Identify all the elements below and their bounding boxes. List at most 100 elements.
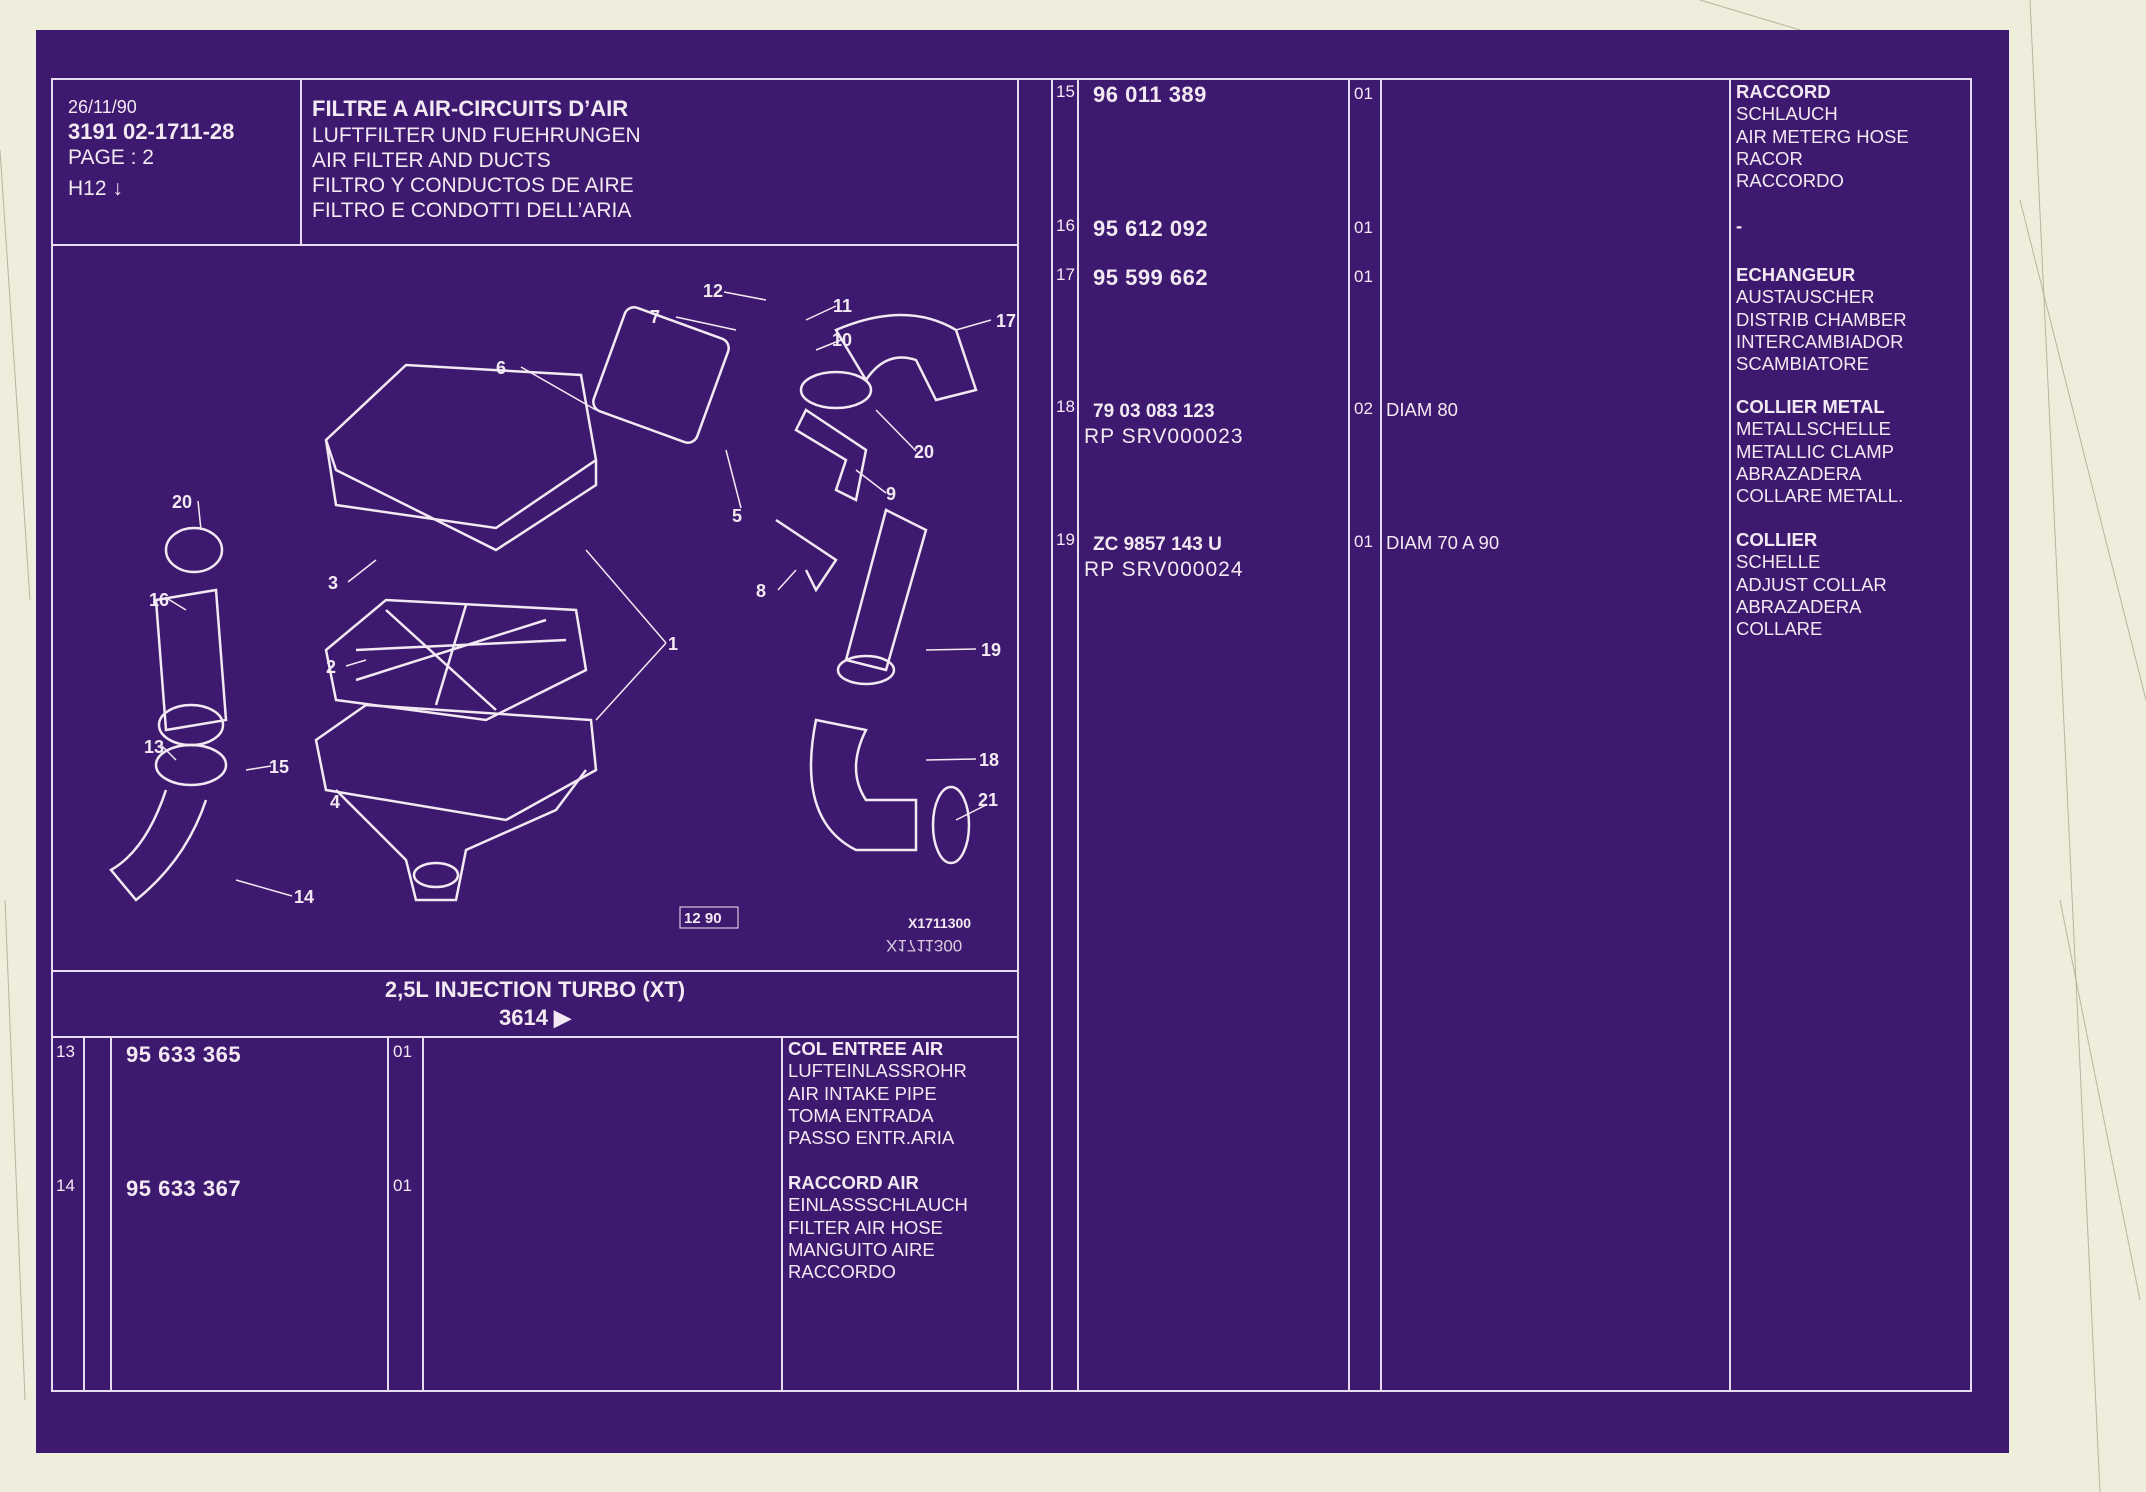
callout-20: 20 <box>914 442 934 462</box>
divider <box>1729 78 1731 1392</box>
desc-line: SCHLAUCH <box>1736 103 1838 125</box>
desc-line: ECHANGEUR <box>1736 264 1856 285</box>
variant-code: 3614 ▶ <box>499 1005 571 1030</box>
callout-14: 14 <box>294 887 314 907</box>
sheet-date: 26/11/90 <box>68 97 137 117</box>
quantity: 01 <box>1354 532 1373 551</box>
part-ref: 96 011 389 <box>1093 82 1207 107</box>
title-en: AIR FILTER AND DUCTS <box>312 149 551 172</box>
callout-15: 15 <box>269 757 289 777</box>
callout-6: 6 <box>496 358 506 378</box>
callout-2: 2 <box>326 657 336 677</box>
part-ref: 95 633 365 <box>126 1042 242 1067</box>
divider <box>422 1036 424 1392</box>
desc-de: LUFTEINLASSROHR <box>788 1060 967 1082</box>
desc-de: EINLASSSCHLAUCH <box>788 1194 968 1216</box>
title-it: FILTRO E CONDOTTI DELL’ARIA <box>312 199 632 222</box>
replacement-ref: RP SRV000024 <box>1084 558 1244 581</box>
quantity: 01 <box>393 1042 412 1061</box>
desc-line: COLLIER <box>1736 529 1818 550</box>
desc-line: ABRAZADERA <box>1736 595 1862 617</box>
desc-en: FILTER AIR HOSE <box>788 1216 943 1238</box>
divider <box>1077 78 1079 1392</box>
desc-es: MANGUITO AIRE <box>788 1238 935 1260</box>
callout-11: 11 <box>833 296 852 316</box>
callout-4: 4 <box>330 792 340 812</box>
divider <box>110 1036 112 1392</box>
bracket-8 <box>775 518 838 593</box>
bracket-9 <box>794 408 868 502</box>
quantity: 01 <box>1354 267 1373 286</box>
filter-element <box>324 598 588 722</box>
quantity: 01 <box>393 1176 412 1195</box>
sheet-ref: H12 ↓ <box>68 177 123 200</box>
divider <box>51 1036 1019 1038</box>
air-meter-5 <box>592 306 730 444</box>
desc-line: SCHELLE <box>1736 551 1821 573</box>
sheet-code: 3191 02-1711-28 <box>68 119 235 144</box>
drawing-number-mirror: X1711300 <box>886 936 962 955</box>
part-description: RACCORD AIR EINLASSSCHLAUCH FILTER AIR H… <box>788 1172 968 1283</box>
clamp-21 <box>931 785 971 865</box>
item-number: 18 <box>1056 397 1075 416</box>
header-titles: FILTRE A AIR-CIRCUITS D’AIR LUFTFILTER U… <box>312 95 641 223</box>
part-ref: 95 612 092 <box>1093 216 1209 241</box>
divider <box>83 1036 85 1392</box>
callout-17: 17 <box>996 311 1016 331</box>
title-fr: FILTRE A AIR-CIRCUITS D’AIR <box>312 96 629 121</box>
desc-en: AIR INTAKE PIPE <box>788 1082 937 1104</box>
item-number: 17 <box>1056 265 1075 284</box>
divider <box>300 78 302 246</box>
hose-16 <box>154 588 228 732</box>
pipe-13 <box>109 789 208 902</box>
desc-line: METALLSCHELLE <box>1736 418 1891 440</box>
item-number: 13 <box>56 1042 75 1061</box>
quantity: 02 <box>1354 399 1373 418</box>
desc-line: METALLIC CLAMP <box>1736 440 1894 462</box>
exchanger-17 <box>834 313 978 402</box>
callout-5: 5 <box>732 506 742 526</box>
title-de: LUFTFILTER UND FUEHRUNGEN <box>312 124 641 147</box>
clamp-20 <box>164 526 224 574</box>
desc-fr: COL ENTREE AIR <box>788 1038 944 1059</box>
item-number: 15 <box>1056 82 1075 101</box>
hose-19 <box>844 508 928 672</box>
callout-9: 9 <box>886 484 896 504</box>
desc-line: AUSTAUSCHER <box>1736 286 1875 308</box>
divider <box>1017 78 1019 1392</box>
desc-line: COLLARE METALL. <box>1736 485 1904 507</box>
filter-housing <box>314 703 598 822</box>
desc-line: RACOR <box>1736 147 1803 169</box>
part-description: - <box>1736 215 1742 237</box>
part-ref: ZC 9857 143 U <box>1093 534 1222 555</box>
callout-13: 13 <box>144 737 164 757</box>
divider <box>51 970 1019 972</box>
divider <box>1348 78 1350 1392</box>
callout-10: 10 <box>832 330 852 350</box>
desc-line: - <box>1736 215 1743 236</box>
quantity: 01 <box>1354 218 1373 237</box>
item-number: 16 <box>1056 216 1075 235</box>
variant-title: 2,5L INJECTION TURBO (XT) <box>384 977 686 1002</box>
desc-fr: RACCORD AIR <box>788 1172 919 1193</box>
callout-19: 19 <box>981 640 1001 660</box>
callout-8: 8 <box>756 581 766 601</box>
drawing-number: X1711300 <box>908 915 971 931</box>
part-note: DIAM 70 A 90 <box>1386 532 1500 553</box>
callout-12: 12 <box>703 281 723 301</box>
desc-line: ADJUST COLLAR <box>1736 573 1887 595</box>
callout-16: 16 <box>149 590 169 610</box>
desc-it: PASSO ENTR.ARIA <box>788 1127 955 1149</box>
title-es: FILTRO Y CONDUCTOS DE AIRE <box>312 174 634 197</box>
divider <box>1051 78 1053 1392</box>
divider <box>781 1036 783 1392</box>
clamp-20b <box>799 370 873 410</box>
divider <box>51 244 1019 246</box>
item-number: 19 <box>1056 530 1075 549</box>
item-number: 14 <box>56 1176 75 1195</box>
